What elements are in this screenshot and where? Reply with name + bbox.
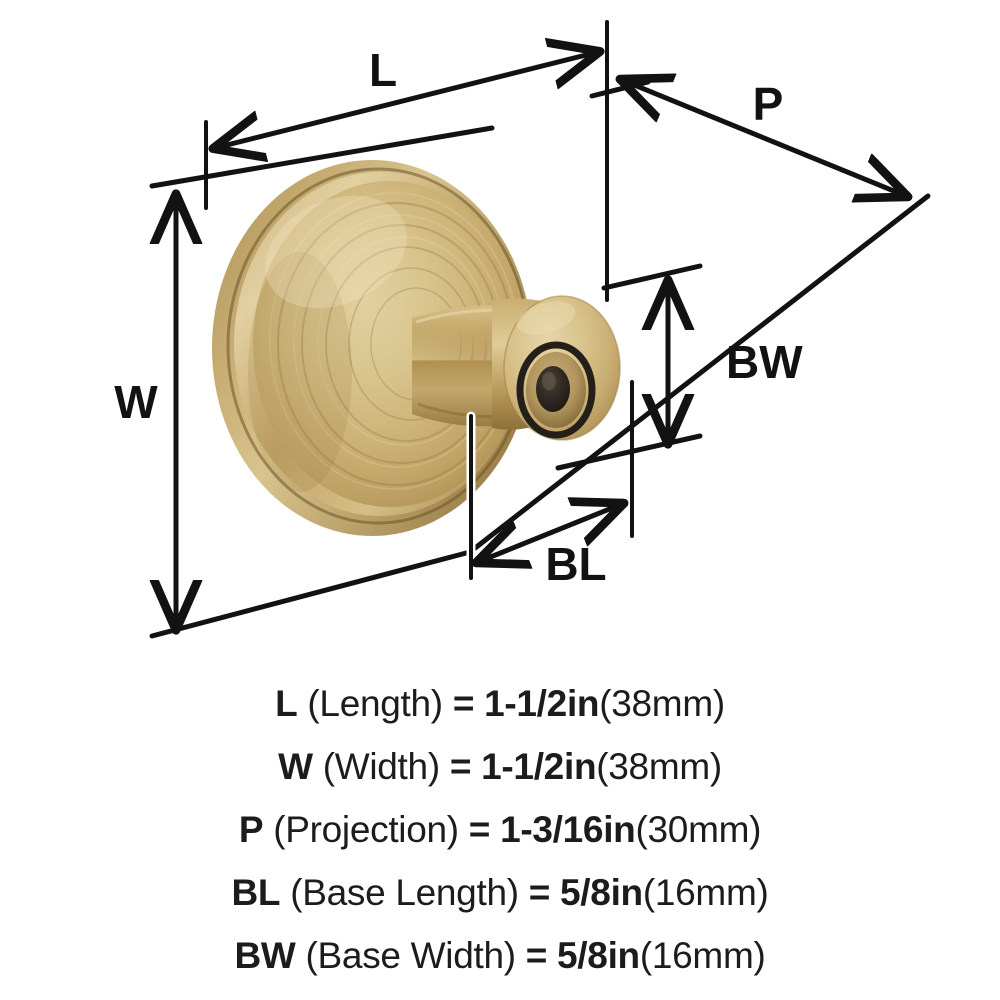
legend-metric-L: (38mm) [599, 683, 725, 724]
dimension-label-BL: BL [545, 538, 606, 590]
knob-illustration [212, 160, 621, 536]
legend-equals-P: = [468, 809, 491, 850]
legend-name-L: (Length) [307, 683, 443, 724]
dimension-label-P: P [753, 78, 784, 130]
legend-metric-P: (30mm) [635, 809, 762, 850]
dimension-line-P [622, 80, 906, 196]
product-dimension-drawing: L W P BW BL [114, 20, 931, 639]
legend-equals-L: = [452, 683, 475, 724]
dimension-label-L: L [369, 44, 397, 96]
ext-line-slant-bottom-right [467, 193, 931, 555]
legend-metric-W: (38mm) [596, 746, 722, 787]
rosette-left-shadow [248, 252, 352, 492]
screw-ring-outer [516, 341, 596, 439]
legend-row-P: P (Projection) = 1-3/16in(30mm) [0, 798, 1000, 861]
legend-imperial-BW: 5/8in [557, 935, 640, 976]
legend-name-W: (Width) [322, 746, 440, 787]
dimension-label-W: W [114, 376, 158, 428]
legend-equals-W: = [449, 746, 472, 787]
screw-hole [536, 366, 570, 412]
legend-row-L: L (Length) = 1-1/2in(38mm) [0, 672, 1000, 735]
legend-equals-BW: = [525, 935, 548, 976]
legend-name-P: (Projection) [273, 809, 459, 850]
legend-symbol-P: P [238, 809, 264, 850]
legend-metric-BL: (16mm) [642, 872, 769, 913]
cap-face-edge [503, 295, 621, 441]
dimension-line-L [215, 52, 598, 148]
cap-highlight [516, 301, 576, 335]
legend-imperial-W: 1-1/2in [481, 746, 597, 787]
legend-imperial-BL: 5/8in [560, 872, 643, 913]
dimension-label-BW: BW [726, 336, 803, 388]
legend-row-W: W (Width) = 1-1/2in(38mm) [0, 735, 1000, 798]
dimension-legend: L (Length) = 1-1/2in(38mm) W (Width) = 1… [0, 672, 1000, 1000]
legend-name-BW: (Base Width) [305, 935, 517, 976]
legend-symbol-BW: BW [234, 935, 296, 976]
rosette-face [253, 181, 527, 507]
knob-stem [412, 305, 512, 427]
legend-metric-BW: (16mm) [639, 935, 766, 976]
legend-imperial-P: 1-3/16in [500, 809, 636, 850]
legend-row-BL: BL (Base Length) = 5/8in(16mm) [0, 861, 1000, 924]
legend-imperial-L: 1-1/2in [484, 683, 600, 724]
ext-line-slant-bottom [149, 549, 473, 639]
dimension-annotations [149, 20, 931, 639]
dimension-line-BL [478, 504, 622, 562]
legend-symbol-BL: BL [231, 872, 281, 913]
diagram-svg: L W P BW BL [114, 20, 931, 639]
legend-name-BL: (Base Length) [290, 872, 519, 913]
screw-hole-highlight [542, 372, 556, 390]
legend-equals-BL: = [528, 872, 551, 913]
rosette-specular-highlight [265, 195, 407, 309]
legend-row-BW: BW (Base Width) = 5/8in(16mm) [0, 924, 1000, 987]
legend-symbol-L: L [275, 683, 298, 724]
legend-symbol-W: W [278, 746, 313, 787]
